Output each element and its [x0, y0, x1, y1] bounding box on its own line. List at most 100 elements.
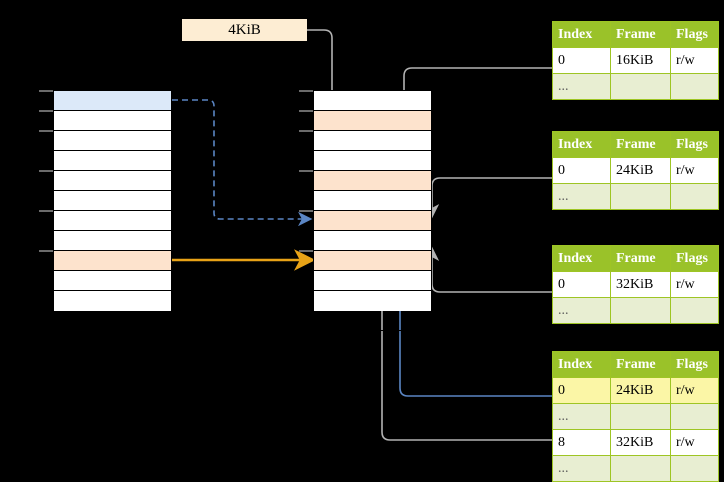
arrow-table3-to-physical-row8 — [424, 246, 552, 293]
physical-cell-7[interactable] — [314, 231, 431, 251]
column-header-flags: Flags — [670, 21, 719, 48]
column-header-flags: Flags — [670, 131, 719, 158]
cell-index: ... — [552, 297, 611, 324]
virtual-tick-4 — [39, 170, 53, 172]
virtual-cell-4[interactable] — [54, 171, 171, 191]
virtual-cell-2[interactable] — [54, 131, 171, 151]
cell-frame: 24KiB — [610, 377, 671, 404]
page-table-2[interactable]: Index Frame Flags 0 24KiB r/w ... — [552, 131, 719, 210]
table-row[interactable]: 0 32KiB r/w — [552, 271, 719, 298]
table-header-row: Index Frame Flags — [552, 351, 719, 378]
table-row-ellipsis[interactable]: ... — [552, 297, 719, 324]
physical-cell-9[interactable] — [314, 271, 431, 291]
cell-frame — [610, 455, 671, 482]
column-header-index: Index — [552, 21, 611, 48]
virtual-address-column — [53, 90, 172, 331]
cell-index: 0 — [552, 47, 611, 74]
virtual-cell-7[interactable] — [54, 231, 171, 251]
virtual-cell-0[interactable] — [54, 91, 171, 111]
page-table-3[interactable]: Index Frame Flags 0 32KiB r/w ... — [552, 245, 719, 324]
arrow-virtual-row0-to-physical-row6 — [172, 99, 313, 227]
cell-flags: r/w — [670, 157, 719, 184]
table-row-ellipsis[interactable]: ... — [552, 73, 719, 100]
virtual-tick-1 — [39, 110, 53, 112]
physical-cell-10[interactable] — [314, 291, 431, 311]
physical-cell-6[interactable] — [314, 211, 431, 231]
physical-cell-2[interactable] — [314, 131, 431, 151]
virtual-cell-3[interactable] — [54, 151, 171, 171]
label-4kib: 4KiB — [182, 19, 307, 41]
physical-cell-5[interactable] — [314, 191, 431, 211]
physical-cell-8[interactable] — [314, 251, 431, 271]
virtual-cell-9[interactable] — [54, 271, 171, 291]
physical-tick-8 — [299, 250, 313, 252]
virtual-tick-2 — [39, 130, 53, 132]
label-4kib-text: 4KiB — [228, 22, 261, 38]
cell-index: 0 — [552, 377, 611, 404]
physical-cell-1[interactable] — [314, 111, 431, 131]
column-header-frame: Frame — [610, 131, 671, 158]
virtual-cell-8[interactable] — [54, 251, 171, 271]
physical-tick-1 — [299, 110, 313, 112]
column-header-flags: Flags — [670, 351, 719, 378]
physical-tick-0 — [299, 90, 313, 92]
page-table-1[interactable]: Index Frame Flags 0 16KiB r/w ... — [552, 21, 719, 100]
cell-frame: 32KiB — [610, 429, 671, 456]
virtual-cell-6[interactable] — [54, 211, 171, 231]
table-header-row: Index Frame Flags — [552, 131, 719, 158]
cell-index: ... — [552, 403, 611, 430]
column-header-frame: Frame — [610, 21, 671, 48]
cell-frame: 32KiB — [610, 271, 671, 298]
cell-index: 0 — [552, 271, 611, 298]
column-header-index: Index — [552, 351, 611, 378]
table-row[interactable]: 0 24KiB r/w — [552, 377, 719, 404]
cell-flags — [670, 455, 719, 482]
cell-flags — [670, 297, 719, 324]
column-header-flags: Flags — [670, 245, 719, 272]
cell-flags — [670, 403, 719, 430]
cell-index: 0 — [552, 157, 611, 184]
table-row[interactable]: 0 24KiB r/w — [552, 157, 719, 184]
cell-frame — [610, 183, 671, 210]
cell-flags: r/w — [670, 429, 719, 456]
cell-frame: 16KiB — [610, 47, 671, 74]
cell-frame — [610, 297, 671, 324]
table-row-ellipsis[interactable]: ... — [552, 455, 719, 482]
virtual-tick-8 — [39, 250, 53, 252]
cell-index: ... — [552, 183, 611, 210]
table-row-ellipsis[interactable]: ... — [552, 403, 719, 430]
cell-index: ... — [552, 455, 611, 482]
cell-flags — [670, 183, 719, 210]
column-header-frame: Frame — [610, 245, 671, 272]
table-row[interactable]: 8 32KiB r/w — [552, 429, 719, 456]
table-header-row: Index Frame Flags — [552, 21, 719, 48]
cell-index: ... — [552, 73, 611, 100]
cell-flags: r/w — [670, 271, 719, 298]
table-header-row: Index Frame Flags — [552, 245, 719, 272]
column-header-index: Index — [552, 245, 611, 272]
column-header-index: Index — [552, 131, 611, 158]
arrow-table2-to-physical-row6 — [424, 177, 552, 219]
virtual-cell-1[interactable] — [54, 111, 171, 131]
physical-cell-0[interactable] — [314, 91, 431, 111]
physical-memory-column — [313, 90, 432, 331]
physical-cell-4[interactable] — [314, 171, 431, 191]
physical-tick-6 — [299, 210, 313, 212]
cell-flags — [670, 73, 719, 100]
table-row[interactable]: 0 16KiB r/w — [552, 47, 719, 74]
virtual-tick-6 — [39, 210, 53, 212]
page-table-4[interactable]: Index Frame Flags 0 24KiB r/w ... 8 32Ki… — [552, 351, 719, 482]
cell-flags: r/w — [670, 47, 719, 74]
cell-flags: r/w — [670, 377, 719, 404]
cell-index: 8 — [552, 429, 611, 456]
virtual-tick-0 — [39, 90, 53, 92]
virtual-cell-10[interactable] — [54, 291, 171, 311]
physical-cell-3[interactable] — [314, 151, 431, 171]
table-row-ellipsis[interactable]: ... — [552, 183, 719, 210]
column-header-frame: Frame — [610, 351, 671, 378]
physical-tick-2 — [299, 130, 313, 132]
physical-tick-4 — [299, 170, 313, 172]
cell-frame: 24KiB — [610, 157, 671, 184]
cell-frame — [610, 403, 671, 430]
virtual-cell-5[interactable] — [54, 191, 171, 211]
